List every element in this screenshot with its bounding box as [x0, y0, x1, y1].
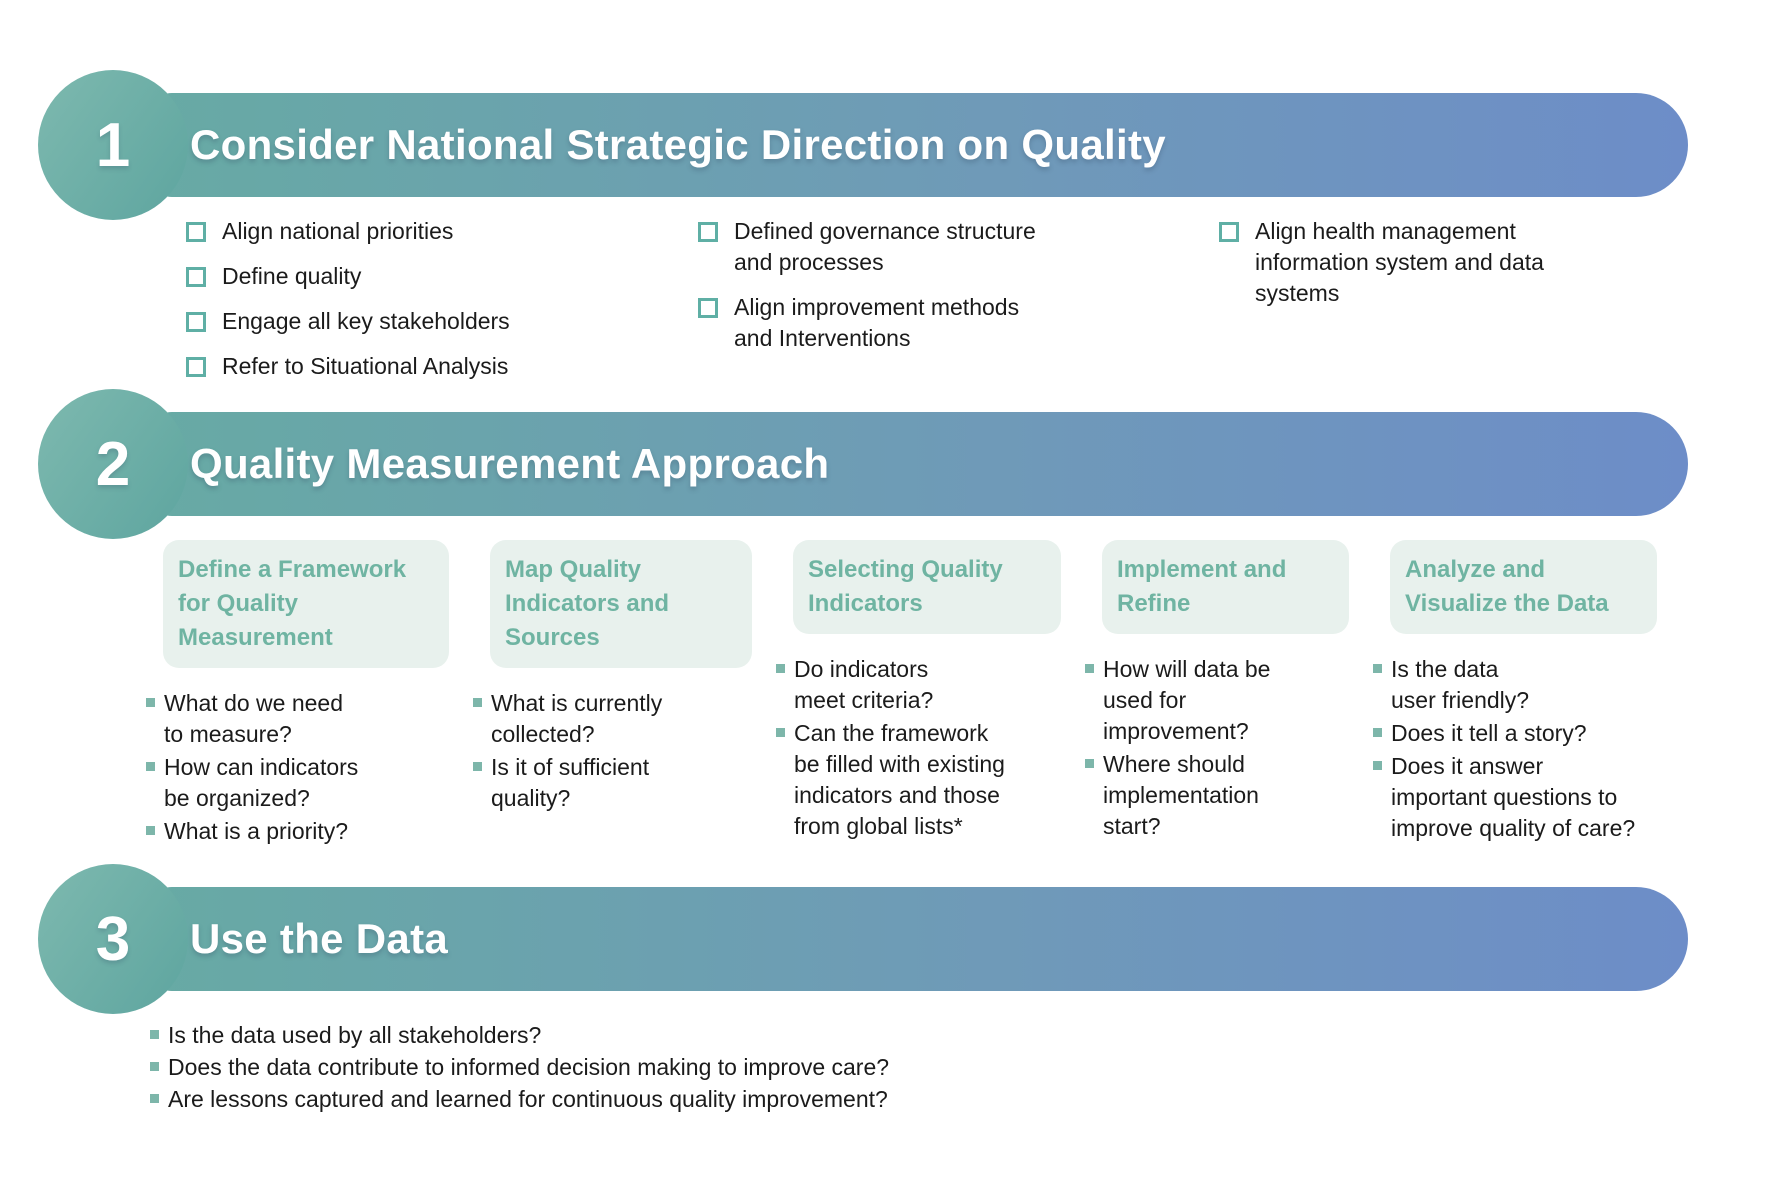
bullet-text: Does the data contribute to informed dec…	[168, 1054, 890, 1080]
card-define-framework: Define a Framework for Quality Measureme…	[146, 540, 449, 849]
checklist-item: Engage all key stakeholders	[186, 306, 698, 337]
checkbox-icon	[186, 312, 206, 332]
bullet-text: What do we need to measure?	[164, 690, 344, 747]
bullet-square-icon	[1373, 664, 1382, 673]
list-item: Is it of sufficient quality?	[473, 752, 752, 814]
checklist-item-label: Align improvement methods and Interventi…	[734, 294, 1020, 351]
checklist-item: Define quality	[186, 261, 698, 292]
card-implement-refine: Implement and Refine How will data be us…	[1085, 540, 1349, 844]
section-3-title: Use the Data	[190, 915, 449, 962]
list-item: Is the data user friendly?	[1373, 654, 1657, 716]
bullet-square-icon	[776, 728, 785, 737]
checklist-item-label: Define quality	[222, 263, 362, 289]
list-item: Is the data used by all stakeholders?	[150, 1020, 889, 1051]
bullet-text: Can the framework be filled with existin…	[794, 720, 1005, 839]
bullet-square-icon	[776, 664, 785, 673]
bullet-square-icon	[473, 762, 482, 771]
bullet-square-icon	[1085, 759, 1094, 768]
card-bullet-list: Do indicators meet criteria? Can the fra…	[776, 654, 1061, 842]
bullet-text: Is it of sufficient quality?	[491, 754, 650, 811]
card-bullet-list: Is the data user friendly? Does it tell …	[1373, 654, 1657, 844]
bullet-square-icon	[146, 826, 155, 835]
card-heading: Selecting Quality Indicators	[793, 540, 1061, 634]
section-1-number-badge: 1	[38, 70, 188, 220]
bullet-text: Where should implementation start?	[1103, 751, 1259, 839]
checkbox-icon	[186, 267, 206, 287]
card-heading: Define a Framework for Quality Measureme…	[163, 540, 449, 668]
bullet-text: Is the data used by all stakeholders?	[168, 1022, 542, 1048]
card-bullet-list: How will data be used for improvement? W…	[1085, 654, 1349, 842]
bullet-text: Is the data user friendly?	[1391, 656, 1530, 713]
card-map-indicators: Map Quality Indicators and Sources What …	[473, 540, 752, 816]
checklist-item: Align health management information syst…	[1219, 216, 1544, 309]
checklist-column-2: Defined governance structure and process…	[698, 216, 1219, 396]
card-heading: Map Quality Indicators and Sources	[490, 540, 752, 668]
list-item: How will data be used for improvement?	[1085, 654, 1349, 747]
bullet-text: What is a priority?	[164, 818, 349, 844]
checklist-item-label: Refer to Situational Analysis	[222, 353, 509, 379]
checklist-item: Align national priorities	[186, 216, 698, 247]
checklist-item: Align improvement methods and Interventi…	[698, 292, 1219, 354]
list-item: Does it tell a story?	[1373, 718, 1657, 749]
list-item: Are lessons captured and learned for con…	[150, 1084, 889, 1115]
bullet-text: Does it tell a story?	[1391, 720, 1587, 746]
checkbox-icon	[1219, 222, 1239, 242]
checklist-item: Refer to Situational Analysis	[186, 351, 698, 382]
list-item: What do we need to measure?	[146, 688, 449, 750]
checklist-column-1: Align national priorities Define quality…	[186, 216, 698, 396]
bullet-square-icon	[1373, 761, 1382, 770]
card-bullet-list: What is currently collected? Is it of su…	[473, 688, 752, 814]
bullet-text: Do indicators meet criteria?	[794, 656, 934, 713]
list-item: Where should implementation start?	[1085, 749, 1349, 842]
bullet-text: What is currently collected?	[491, 690, 663, 747]
bullet-text: Are lessons captured and learned for con…	[168, 1086, 888, 1112]
section-1-number: 1	[95, 110, 131, 180]
bullet-square-icon	[146, 698, 155, 707]
checklist-item-label: Align health management information syst…	[1255, 218, 1544, 306]
card-bullet-list: What do we need to measure? How can indi…	[146, 688, 449, 847]
checklist-item-label: Align national priorities	[222, 218, 454, 244]
checklist-item-label: Engage all key stakeholders	[222, 308, 510, 334]
list-item: What is currently collected?	[473, 688, 752, 750]
section-2-number-badge: 2	[38, 389, 188, 539]
bullet-square-icon	[150, 1062, 159, 1071]
list-item: Does it answer important questions to im…	[1373, 751, 1657, 844]
checklist-column-3: Align health management information syst…	[1219, 216, 1544, 396]
section-3-bullet-list: Is the data used by all stakeholders? Do…	[150, 1020, 889, 1116]
card-heading: Implement and Refine	[1102, 540, 1349, 634]
checkbox-icon	[186, 222, 206, 242]
card-selecting-indicators: Selecting Quality Indicators Do indicato…	[776, 540, 1061, 844]
bullet-square-icon	[150, 1030, 159, 1039]
bullet-square-icon	[473, 698, 482, 707]
checklist-item-label: Defined governance structure and process…	[734, 218, 1036, 275]
section-3-number: 3	[95, 904, 131, 974]
section-1-checklist: Align national priorities Define quality…	[186, 216, 1544, 396]
checkbox-icon	[186, 357, 206, 377]
checklist-item: Defined governance structure and process…	[698, 216, 1219, 278]
section-2-number: 2	[95, 429, 131, 499]
list-item: How can indicators be organized?	[146, 752, 449, 814]
bullet-text: Does it answer important questions to im…	[1391, 753, 1636, 841]
bullet-text: How will data be used for improvement?	[1103, 656, 1271, 744]
section-3-number-badge: 3	[38, 864, 188, 1014]
bullet-square-icon	[1085, 664, 1094, 673]
section-2-banner: Quality Measurement Approach	[146, 412, 1688, 516]
bullet-square-icon	[146, 762, 155, 771]
bullet-text: How can indicators be organized?	[164, 754, 359, 811]
section-1-title: Consider National Strategic Direction on…	[190, 121, 1166, 168]
list-item: Can the framework be filled with existin…	[776, 718, 1061, 842]
checkbox-icon	[698, 222, 718, 242]
checkbox-icon	[698, 298, 718, 318]
bullet-square-icon	[150, 1094, 159, 1103]
list-item: Do indicators meet criteria?	[776, 654, 1061, 716]
section-1-banner: Consider National Strategic Direction on…	[146, 93, 1688, 197]
bullet-square-icon	[1373, 728, 1382, 737]
section-3-banner: Use the Data	[146, 887, 1688, 991]
section-2-title: Quality Measurement Approach	[190, 440, 830, 487]
list-item: What is a priority?	[146, 816, 449, 847]
card-heading: Analyze and Visualize the Data	[1390, 540, 1657, 634]
card-analyze-visualize: Analyze and Visualize the Data Is the da…	[1373, 540, 1657, 846]
section-2-cards: Define a Framework for Quality Measureme…	[146, 540, 1657, 849]
list-item: Does the data contribute to informed dec…	[150, 1052, 889, 1083]
